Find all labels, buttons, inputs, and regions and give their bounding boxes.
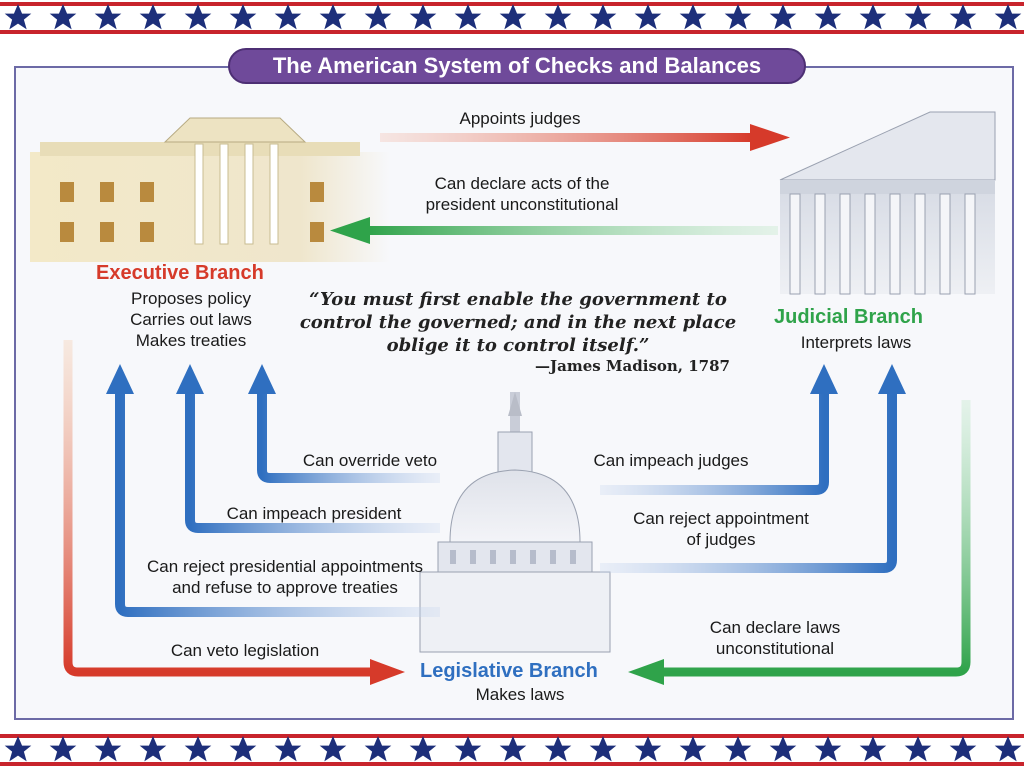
legislative-duties: Makes laws <box>420 684 620 705</box>
label-line: Can declare acts of the <box>434 174 610 193</box>
label-line: unconstitutional <box>715 639 835 658</box>
label-reject-judges: Can reject appointment of judges <box>616 508 826 550</box>
arrow-override-veto <box>248 364 440 483</box>
executive-duty: Proposes policy <box>130 289 251 308</box>
label-declare-acts: Can declare acts of the president uncons… <box>392 173 652 215</box>
label-reject-appointments: Can reject presidential appointments and… <box>130 556 440 598</box>
judicial-branch-title: Judicial Branch <box>774 306 923 328</box>
legislative-branch-title: Legislative Branch <box>420 660 598 682</box>
madison-quote: “You must first enable the government to… <box>299 289 737 356</box>
label-line: Can reject appointment <box>633 509 809 528</box>
label-override-veto: Can override veto <box>302 451 438 470</box>
executive-branch-title: Executive Branch <box>96 262 264 284</box>
label-line: Can reject presidential appointments <box>147 557 423 576</box>
arrow-impeach-judges <box>600 364 838 495</box>
white-house-illustration <box>30 117 390 262</box>
label-veto-legislation: Can veto legislation <box>170 641 320 660</box>
arrow-reject-judges <box>600 364 906 573</box>
executive-duties: Proposes policy Carries out laws Makes t… <box>96 288 286 351</box>
label-declare-laws: Can declare laws unconstitutional <box>690 617 860 659</box>
capitol-illustration <box>419 392 611 653</box>
label-line: of judges <box>686 530 756 549</box>
label-appoints-judges: Appoints judges <box>459 109 581 128</box>
stars-border-bottom <box>0 732 1024 768</box>
label-line: Can declare laws <box>709 618 841 637</box>
arrow-appoints-judges <box>380 124 790 151</box>
stars-border-top <box>0 0 1024 36</box>
arrow-veto-legislation <box>63 340 405 685</box>
arrow-declare-acts <box>330 217 778 244</box>
executive-duty: Carries out laws <box>130 310 252 329</box>
arrow-impeach-president <box>176 364 440 533</box>
arrow-declare-laws <box>628 400 971 685</box>
label-line: president unconstitutional <box>425 195 619 214</box>
quote-author: —James Madison, 1787 <box>535 357 730 375</box>
arrow-reject-appointments <box>106 364 440 617</box>
executive-duty: Makes treaties <box>135 331 247 350</box>
judicial-duties: Interprets laws <box>774 332 938 353</box>
title-banner: The American System of Checks and Balanc… <box>228 48 806 84</box>
label-impeach-president: Can impeach president <box>226 504 402 523</box>
label-impeach-judges: Can impeach judges <box>593 451 749 470</box>
label-line: and refuse to approve treaties <box>172 578 398 597</box>
legislative-duty: Makes laws <box>475 685 565 704</box>
judicial-duty: Interprets laws <box>800 333 912 352</box>
diagram-title: The American System of Checks and Balanc… <box>272 53 762 78</box>
supreme-court-illustration <box>779 111 996 295</box>
